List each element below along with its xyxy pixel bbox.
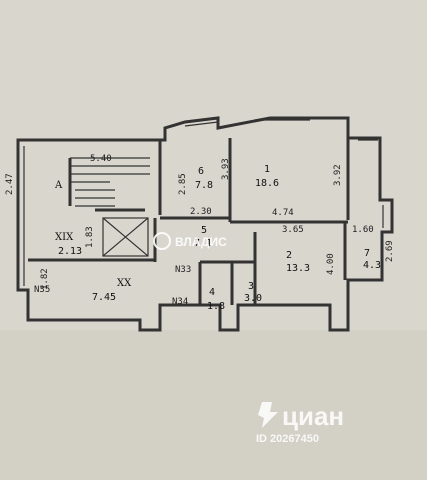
room-2-area: 13.3 (286, 263, 310, 274)
outer-walls (16, 116, 394, 332)
elevator-shaft (102, 217, 149, 257)
area-xx-label: XX (117, 278, 132, 289)
area-a-label: A (54, 180, 63, 191)
label-n34: N34 (172, 297, 188, 307)
room-7-area: 4.3 (363, 260, 381, 271)
watermark-vladis: ВЛАДИС (153, 232, 227, 250)
vladis-logo-icon (153, 232, 171, 250)
dim-2-47: 2.47 (5, 173, 15, 195)
dim-3-65: 3.65 (282, 225, 304, 235)
cian-id-text: ID 20267450 (256, 433, 319, 445)
room-7-number: 7 (364, 248, 370, 259)
dim-5-40: 5.40 (90, 154, 112, 164)
room-1-number: 1 (264, 164, 270, 175)
paper-shadow (0, 330, 427, 480)
room-5-area: 7.1 (194, 238, 212, 249)
area-xx-value: 7.45 (92, 292, 116, 303)
area-xix-label: XIX (55, 232, 74, 243)
cian-logo-icon (258, 402, 278, 428)
vladis-text: ВЛАДИС (175, 235, 227, 249)
room-6-number: 6 (198, 166, 204, 177)
staircase (68, 157, 150, 207)
room-4-number: 4 (209, 287, 215, 298)
dim-1-83: 1.83 (85, 226, 95, 248)
windows (184, 119, 384, 228)
room-2-number: 2 (286, 250, 292, 261)
room-4-area: 1.8 (207, 301, 225, 312)
room-3-number: 3 (248, 281, 254, 292)
room-1-area: 18.6 (255, 178, 279, 189)
room-5-number: 5 (201, 225, 207, 236)
room-6-area: 7.8 (195, 180, 213, 191)
label-n35: N35 (34, 285, 50, 295)
room-3-area: 3.0 (244, 293, 262, 304)
dim-2-85: 2.85 (178, 173, 188, 195)
dim-3-92: 3.92 (333, 164, 343, 186)
dim-2-69: 2.69 (385, 240, 395, 262)
dim-2-30: 2.30 (190, 207, 212, 217)
room-labels: 1 18.6 2 13.3 3 3.0 4 1.8 5 7.1 6 7.8 7 … (34, 164, 381, 312)
watermark-cian: циан ID 20267450 (256, 401, 344, 445)
dim-4-74: 4.74 (272, 208, 294, 218)
dim-3-93: 3.93 (221, 158, 231, 180)
area-xix-value: 2.13 (58, 246, 82, 257)
dimension-labels: 5.40 2.47 2.85 3.93 3.92 2.30 4.74 3.65 … (5, 154, 395, 290)
dim-1-82: 1.82 (40, 268, 50, 290)
dim-1-60: 1.60 (352, 225, 374, 235)
label-n33: N33 (175, 265, 191, 275)
dim-4-00: 4.00 (326, 253, 336, 275)
cian-text: циан (282, 401, 344, 431)
